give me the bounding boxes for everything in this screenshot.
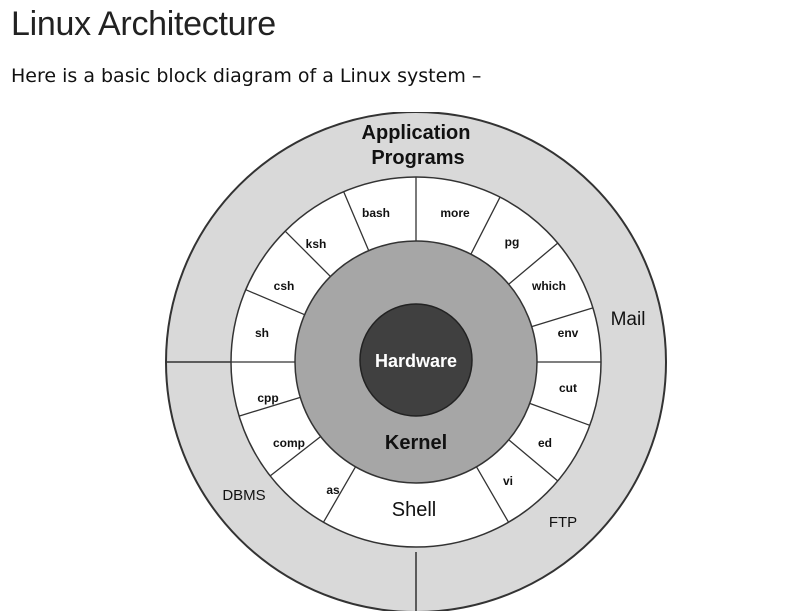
hardware-label: Hardware [375, 351, 457, 371]
shell-label: Shell [392, 499, 436, 521]
shell-item-sh: sh [255, 326, 269, 340]
shell-item-vi: vi [503, 474, 513, 488]
shell-divider-7 [475, 466, 510, 523]
shell-dividers [231, 177, 601, 523]
shell-item-as: as [326, 483, 340, 497]
shell-item-more: more [440, 206, 470, 220]
application-label-line2: Programs [371, 147, 464, 169]
shell-item-comp: comp [273, 436, 305, 450]
shell-item-cut: cut [559, 381, 577, 395]
ftp-label: FTP [549, 514, 577, 531]
shell-item-bash: bash [362, 206, 390, 220]
shell-divider-6 [508, 439, 559, 482]
kernel-label: Kernel [385, 432, 447, 454]
mail-label: Mail [611, 309, 646, 330]
shell-item-which: which [531, 279, 566, 293]
intro-text: Here is a basic block diagram of a Linux… [11, 65, 482, 87]
shell-divider-2 [508, 242, 559, 285]
shell-item-csh: csh [274, 279, 295, 293]
shell-divider-9 [269, 435, 322, 477]
shell-item-ksh: ksh [306, 237, 327, 251]
shell-divider-14 [343, 191, 370, 251]
diagram-svg: Application Programs Mail FTP DBMS bash … [165, 112, 667, 611]
dbms-label: DBMS [222, 487, 265, 504]
page-title: Linux Architecture [11, 5, 276, 43]
shell-divider-10 [238, 396, 301, 417]
shell-divider-3 [531, 307, 594, 328]
shell-item-cpp: cpp [257, 391, 278, 405]
shell-divider-1 [470, 196, 501, 255]
shell-item-ed: ed [538, 436, 552, 450]
hardware-circle [359, 303, 473, 417]
shell-item-env: env [558, 326, 579, 340]
shell-item-pg: pg [505, 235, 520, 249]
application-label-line1: Application [362, 122, 471, 144]
shell-divider-5 [529, 402, 591, 426]
linux-architecture-diagram: Application Programs Mail FTP DBMS bash … [160, 112, 674, 611]
shell-divider-12 [245, 289, 305, 316]
shell-divider-8 [322, 466, 357, 523]
shell-divider-13 [284, 230, 331, 277]
